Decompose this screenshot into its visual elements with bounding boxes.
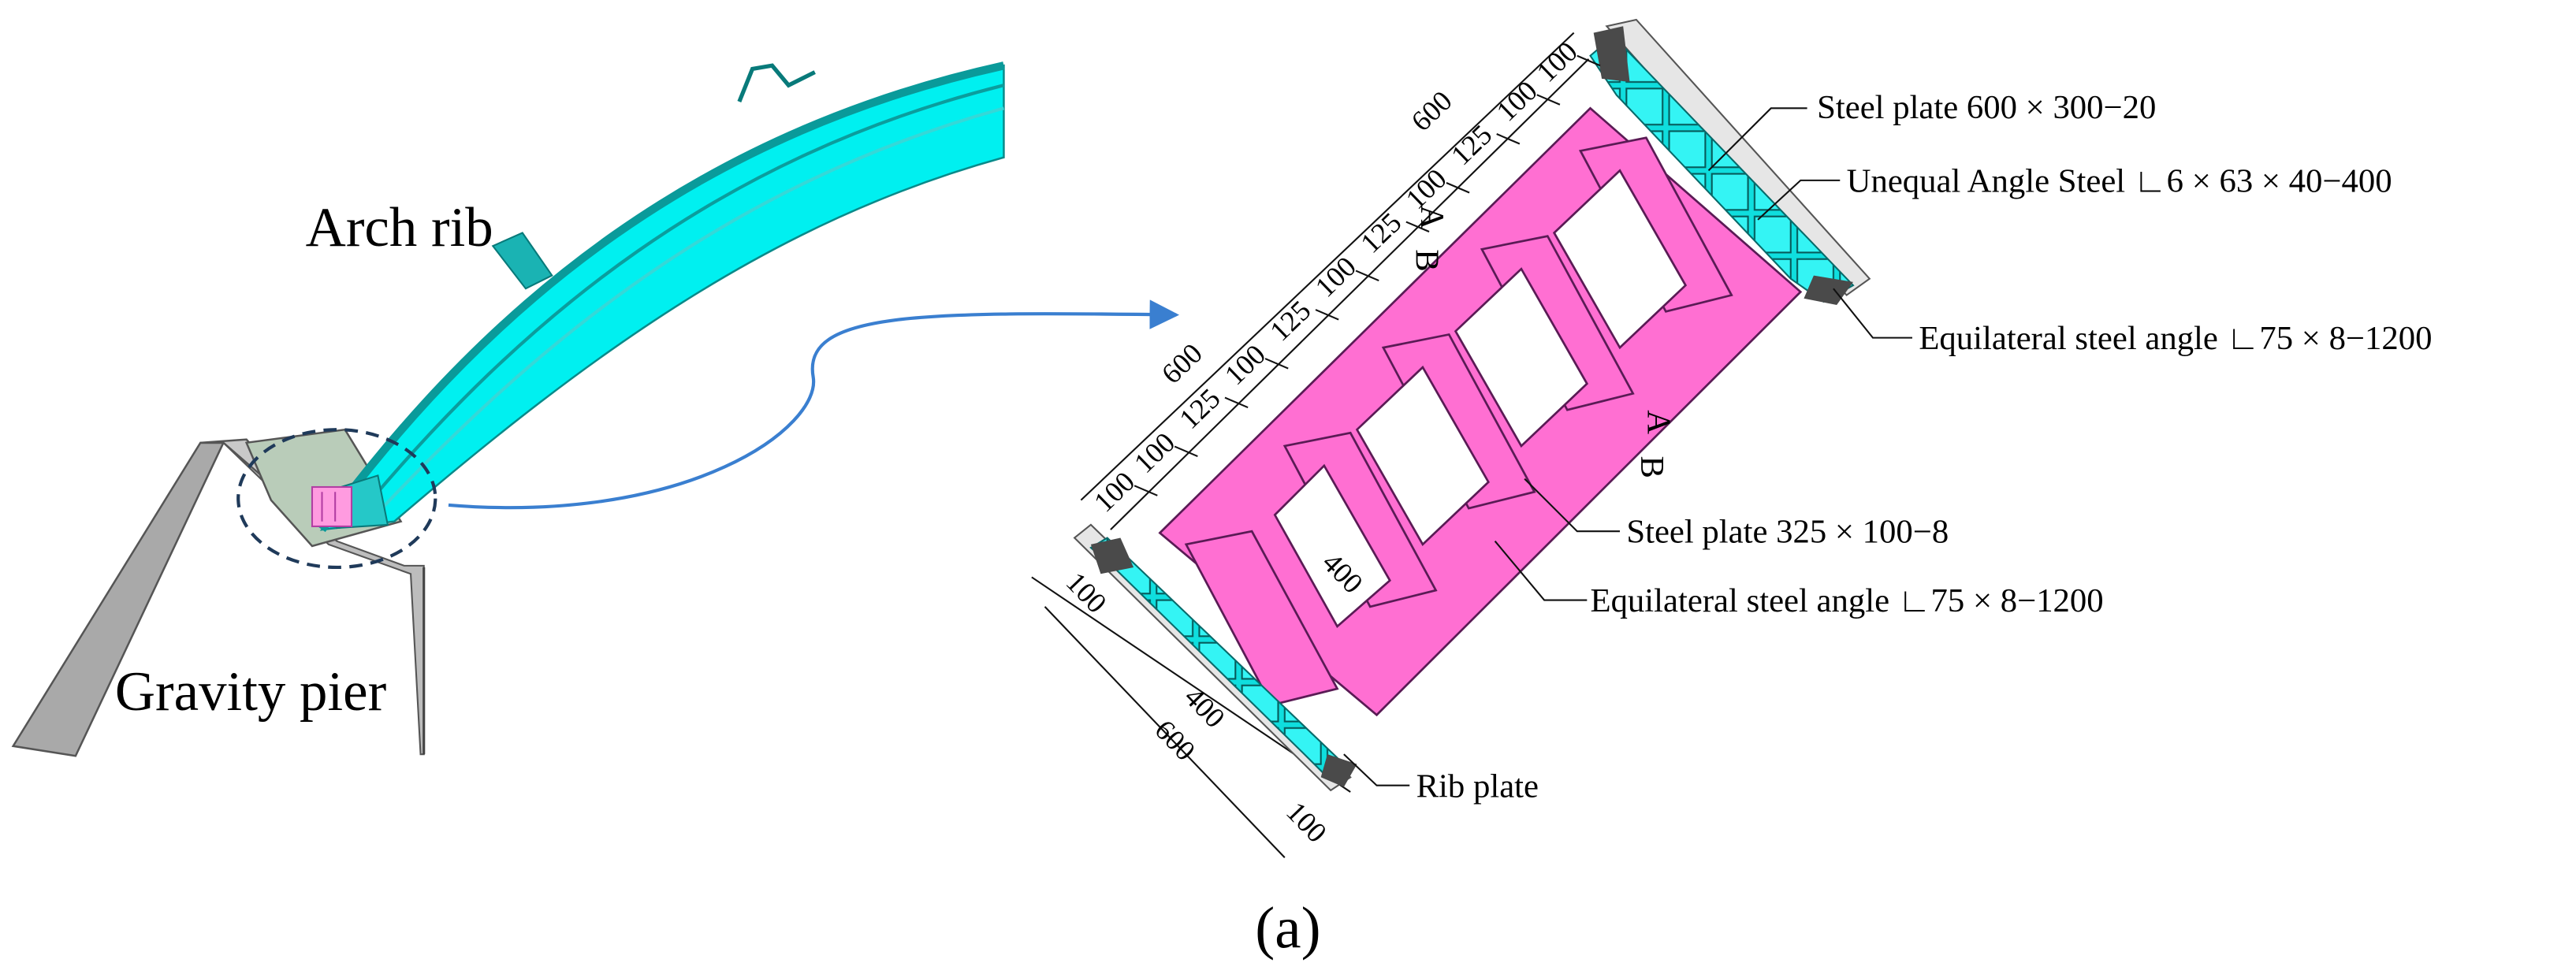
- dimension-mid-total: 600: [1156, 337, 1208, 390]
- dimension-chain-tick: [1496, 133, 1521, 145]
- section-mark-b1: B: [1409, 249, 1446, 271]
- dimension-chain-tick: [1405, 221, 1430, 232]
- dimension-bottom-total: 600: [1148, 714, 1201, 767]
- label-unequal-angle-steel: Unequal Angle Steel ∟6 × 63 × 40−400: [1847, 162, 2392, 199]
- dimension-chain-segment: 100: [1531, 35, 1584, 88]
- detail-connector-arrow: [448, 299, 1180, 510]
- arch-rib-label: Arch rib: [306, 197, 493, 258]
- web-opening: [1355, 365, 1490, 546]
- dimension-chain-tick: [1355, 270, 1379, 281]
- web-opening: [1552, 169, 1688, 350]
- detail-callout-ellipse: [236, 428, 437, 570]
- leader-rib-plate: [1343, 753, 1410, 786]
- dimension-chain-tick: [1576, 54, 1601, 67]
- gravity-pier-label: Gravity pier: [115, 661, 386, 723]
- label-equal-angle-bottom: Equilateral steel angle ∟75 × 8−1200: [1590, 582, 2103, 619]
- dimension-chain-tick: [1174, 445, 1198, 458]
- dimension-chain-segment: 125: [1173, 382, 1226, 435]
- dimension-chain-segment: 100: [1088, 466, 1141, 519]
- figure-caption: (a): [1255, 896, 1320, 961]
- arch-foot-detail-mini: [311, 485, 353, 527]
- dimension-bottom-mid: 400: [1178, 681, 1231, 734]
- dimension-chain-segment: 100: [1128, 426, 1181, 479]
- leader-lines: [1343, 107, 1912, 786]
- dimension-bottom-right: 100: [1280, 796, 1333, 849]
- dimension-chain-tick: [1315, 309, 1339, 321]
- web-opening: [1273, 463, 1391, 628]
- dimension-top-total: 600: [1405, 85, 1458, 138]
- bottom-end-plate: [1073, 523, 1357, 792]
- dimension-lines: [1031, 32, 1590, 858]
- leader-top-plate: [1707, 107, 1807, 172]
- dimension-chain-segment: 100: [1491, 75, 1543, 128]
- section-mark-b2: B: [1633, 455, 1670, 478]
- dimension-chain-segment: 125: [1445, 119, 1498, 172]
- dimension-chain-tick: [1446, 182, 1470, 194]
- top-end-plate: [1589, 18, 1871, 306]
- arch-rib-body: [318, 61, 1005, 533]
- section-mark-a2: A: [1640, 410, 1677, 434]
- dimension-bottom-left: 100: [1060, 567, 1113, 619]
- label-rib-plate: Rib plate: [1416, 768, 1539, 805]
- dimension-chain-segment: 100: [1309, 251, 1362, 303]
- dimension-chain-tick: [1134, 485, 1158, 496]
- web-opening: [1454, 267, 1589, 448]
- section-mark-a1: A: [1413, 205, 1450, 229]
- dimension-chain-segment: 125: [1354, 206, 1407, 259]
- gravity-pier-body: [11, 438, 426, 757]
- label-web-steel-plate: Steel plate 325 × 100−8: [1626, 514, 1949, 551]
- label-top-steel-plate: Steel plate 600 × 300−20: [1817, 89, 2156, 126]
- arch-foot-detail-view: Steel plate 600 × 300−20 Unequal Angle S…: [1031, 18, 2432, 858]
- dimension-chain-tick: [1224, 396, 1249, 409]
- magenta-plate-frame: [1158, 106, 1803, 717]
- dimension-chain-tick: [1264, 358, 1289, 370]
- leader-equal-angle-right: [1833, 288, 1912, 339]
- leader-unequal-angle: [1757, 179, 1841, 221]
- left-model-view: Arch rib Gravity pier: [11, 61, 1180, 757]
- leader-equal-angle-bottom: [1494, 541, 1588, 601]
- dimension-chain-segment: 125: [1264, 295, 1316, 348]
- dimension-chain-tick: [1536, 94, 1561, 106]
- label-equal-angle-right: Equilateral steel angle ∟75 × 8−1200: [1919, 320, 2432, 357]
- dimension-chain-segment: 100: [1219, 339, 1271, 392]
- leader-web-plate: [1524, 478, 1621, 533]
